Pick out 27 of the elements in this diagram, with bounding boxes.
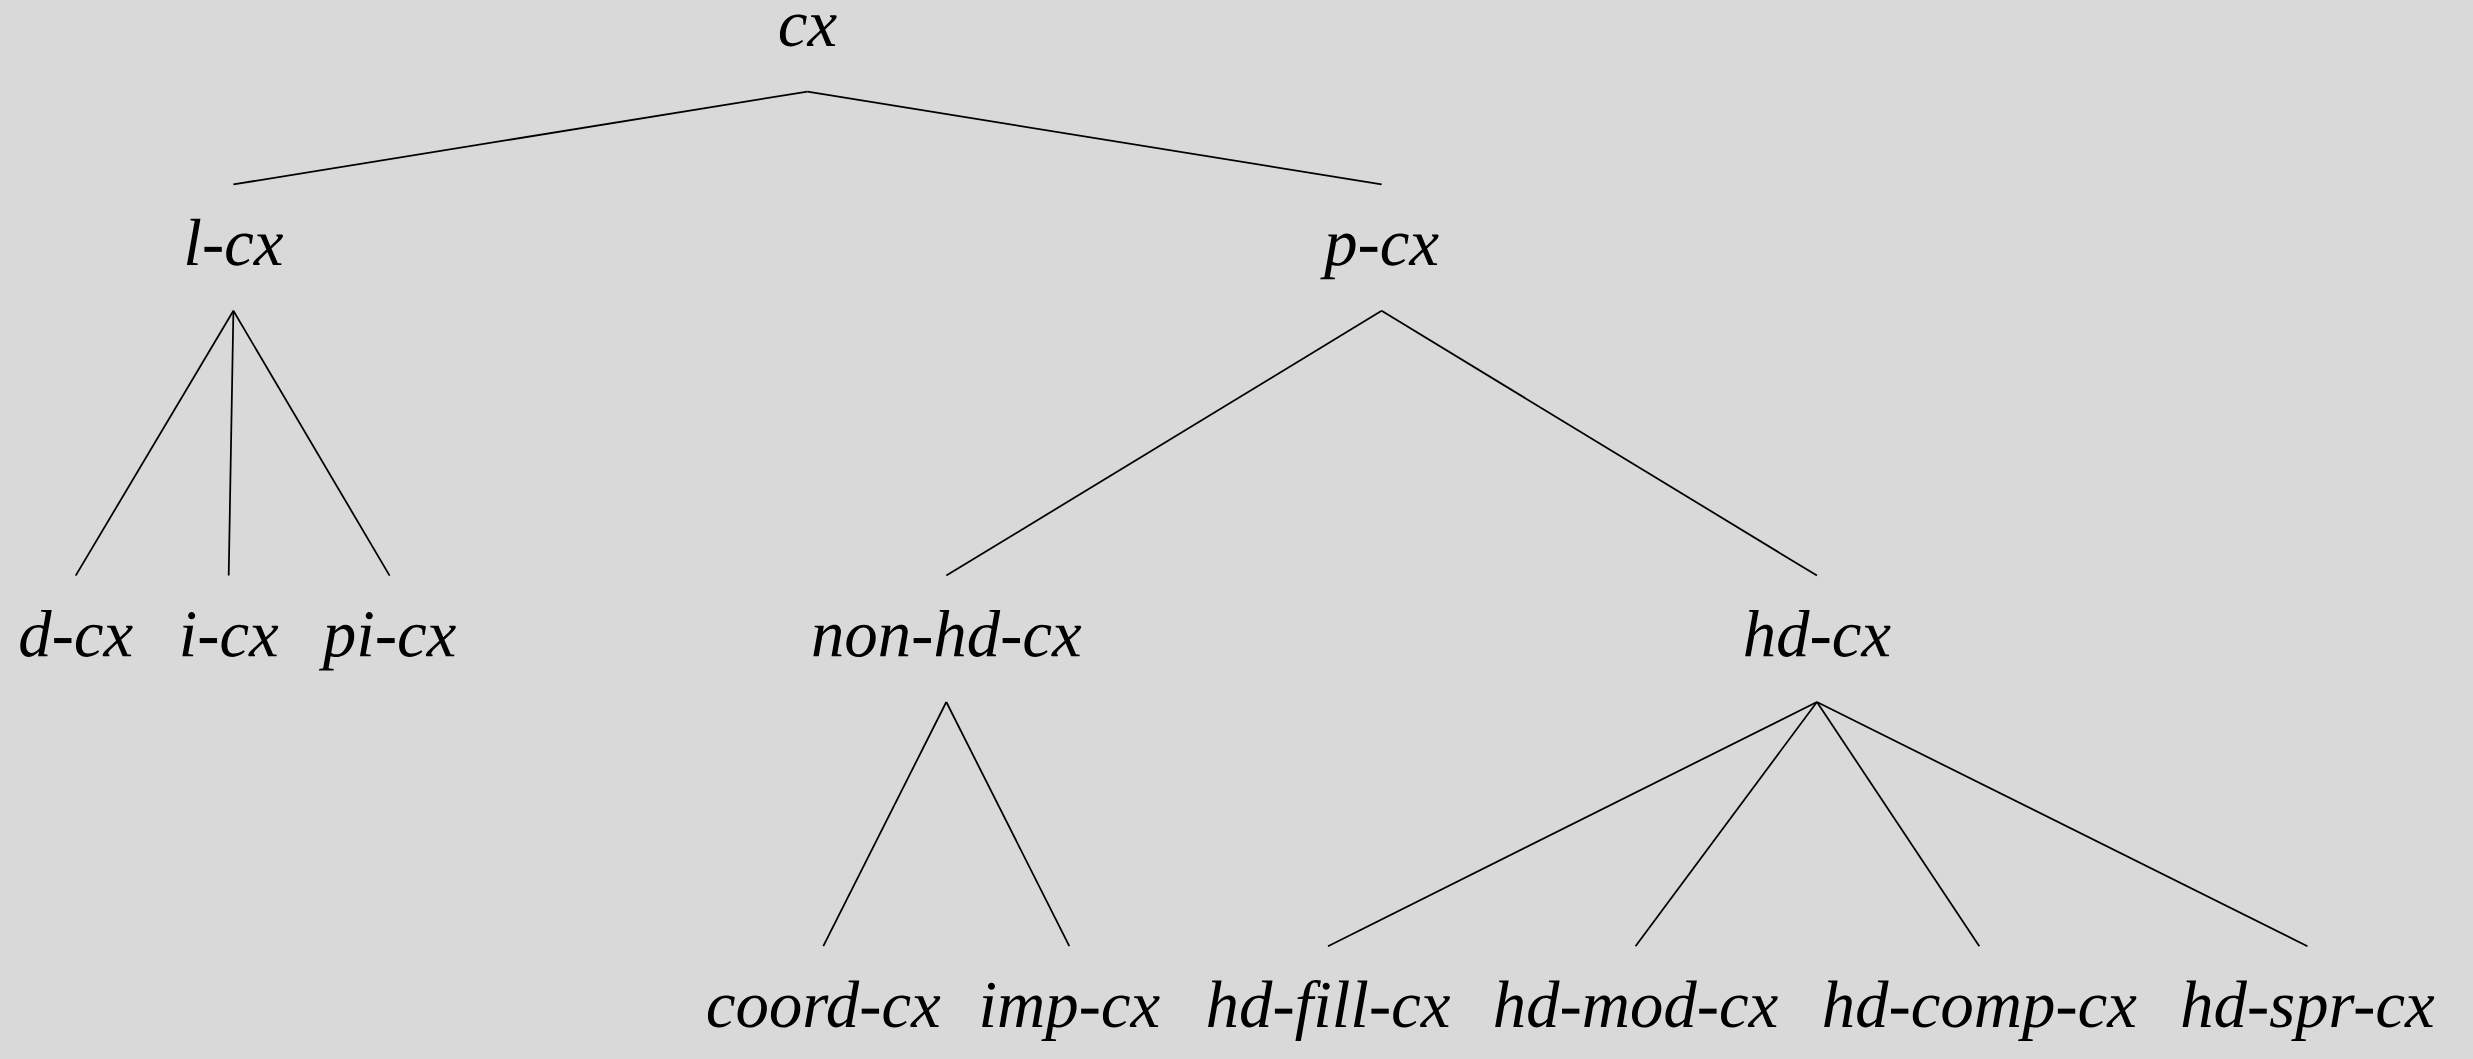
tree-label: pi-cx xyxy=(318,612,456,671)
tree-branch xyxy=(806,90,1383,186)
tree-label: hd-cx xyxy=(1745,610,1891,657)
tree-branch xyxy=(74,309,235,577)
tree-branch xyxy=(1634,701,1818,948)
tree-label: i-cx xyxy=(182,612,279,657)
tree-branch xyxy=(1816,701,1981,948)
tree-branch xyxy=(232,90,809,186)
tree-label: hd-mod-cx xyxy=(1495,980,1778,1028)
tree-branch xyxy=(1327,701,1818,948)
tree-branch xyxy=(945,309,1383,577)
tree-label: imp-cx xyxy=(982,982,1160,1042)
tree-label: hd-fill-cx xyxy=(1208,979,1450,1042)
tree-branch xyxy=(822,701,948,948)
tree-branch xyxy=(945,701,1071,948)
tree-branch xyxy=(1816,701,2309,948)
tree-label: hd-spr-cx xyxy=(2182,980,2435,1042)
tree-label: coord-cx xyxy=(707,980,941,1028)
tree-branch xyxy=(227,309,235,577)
tree-label: cx xyxy=(779,14,837,47)
tree-label: p-cx xyxy=(1320,233,1439,280)
tree-label: d-cx xyxy=(20,610,133,657)
tree-label: l-cx xyxy=(186,218,283,266)
tree-branch xyxy=(1380,309,1818,577)
tree-branch xyxy=(232,309,391,577)
tree-label: non-hd-cx xyxy=(813,610,1082,657)
tree-label: hd-comp-cx xyxy=(1824,980,2137,1042)
